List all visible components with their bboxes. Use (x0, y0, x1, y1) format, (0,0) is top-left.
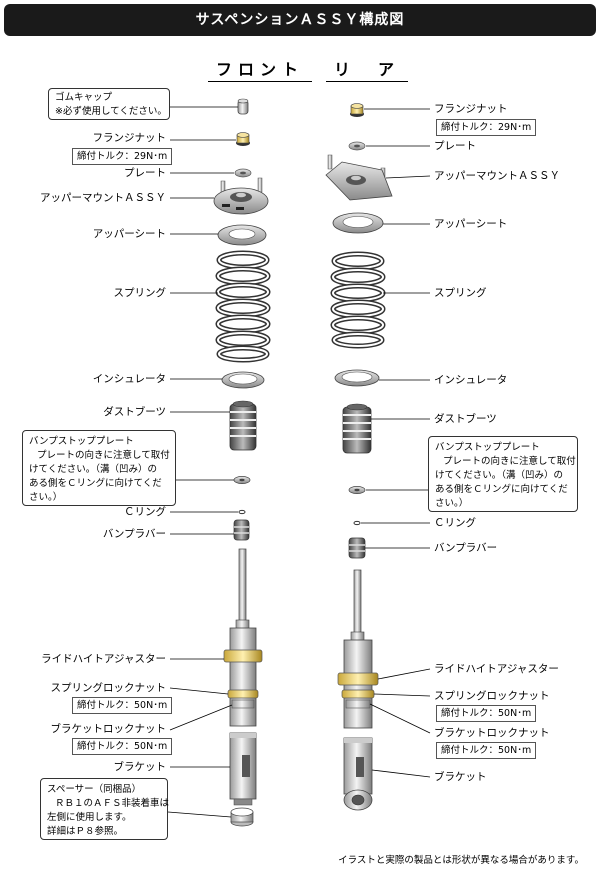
rear-insulator-label: インシュレータ (434, 374, 508, 386)
front-bump-plate-line: ある側をＣリングに向けてくだ (29, 478, 162, 489)
rear-spring-part (330, 251, 386, 349)
front-bump-plate-line: さい。） (29, 492, 63, 503)
front-bump-rubber-part (233, 519, 250, 541)
front-ride-height-label: ライドハイトアジャスター (41, 653, 166, 665)
spacer-note-title: スペーサー（同梱品） (47, 784, 142, 795)
rear-upper-mount-label: アッパーマウントＡＳＳＹ (434, 170, 560, 182)
front-upper-mount-label: アッパーマウントＡＳＳＹ (40, 192, 166, 204)
rear-upper-seat-label: アッパーシート (434, 218, 508, 230)
front-flange-torque: 締付トルク：29N･m (72, 148, 173, 165)
front-bump-rubber-label: バンプラバー (102, 528, 166, 540)
rear-bump-plate-part (348, 486, 366, 494)
rear-dust-boot-part (342, 403, 372, 454)
front-upper-seat-part (217, 224, 267, 246)
rear-c-ring-label: Ｃリング (434, 517, 476, 529)
front-rubber-cap-note: ゴムキャップ ※必ず使用してください。 (48, 88, 170, 120)
front-leader-lines (167, 106, 238, 818)
front-dust-boot-label: ダストブーツ (103, 406, 166, 418)
front-c-ring-label: Ｃリング (124, 506, 166, 518)
front-bump-plate-part (233, 476, 251, 484)
rear-spring-lock-torque: 締付トルク：50N･m (436, 705, 537, 722)
rear-bump-rubber-label: バンプラバー (434, 542, 498, 554)
front-upper-mount-part (213, 177, 269, 215)
front-bracket-label: ブラケット (113, 761, 167, 773)
rear-bump-plate-title: バンプストッププレート (435, 442, 540, 453)
front-spacer-note: スペーサー（同梱品） ＲＢ１のＡＦＳ非装着車は 左側に使用します。 詳細はＰ８参… (40, 778, 170, 840)
rear-flange-nut-label: フランジナット (434, 103, 508, 115)
front-flange-nut-label: フランジナット (92, 132, 167, 144)
front-spring-part (215, 250, 271, 363)
spacer-note-line: ＲＢ１のＡＦＳ非装着車は (55, 798, 170, 809)
page-title: サスペンションＡＳＳＹ構成図 (4, 4, 596, 36)
front-c-ring-part (238, 509, 246, 515)
front-cap-note-text: ※必ず使用してください。 (55, 106, 167, 117)
front-bump-plate-line: プレートの向きに注意して取付 (37, 450, 170, 461)
front-insulator-label: インシュレータ (92, 373, 166, 385)
rear-upper-mount-part (325, 154, 393, 201)
front-dust-boot-part (229, 400, 257, 451)
rear-c-ring-part (353, 520, 361, 526)
rear-bump-rubber-part (348, 537, 366, 559)
rear-insulator-part (334, 369, 380, 387)
front-damper-part (223, 548, 263, 727)
rear-plate-label: プレート (434, 140, 476, 152)
rear-bump-plate-line: さい。） (435, 498, 469, 509)
front-spring-lock-torque: 締付トルク：50N･m (72, 697, 173, 714)
front-plate-part (234, 168, 252, 178)
front-bracket-part (229, 732, 257, 806)
front-plate-label: プレート (124, 167, 166, 179)
spacer-note-line: 左側に使用します。 (47, 812, 132, 823)
front-bracket-lock-label: ブラケットロックナット (50, 723, 167, 735)
rear-bump-plate-line: けてください。（溝（凹み）の (435, 470, 563, 481)
front-insulator-part (221, 371, 265, 389)
front-cap-label: ゴムキャップ (55, 92, 113, 103)
rear-leader-lines (361, 108, 431, 778)
front-bump-plate-line: けてください。（溝（凹み）の (29, 464, 157, 475)
front-rubber-cap-part (237, 98, 249, 115)
rear-damper-part (337, 569, 379, 729)
front-upper-seat-label: アッパーシート (92, 228, 166, 240)
spacer-note-line: 詳細はＰ８参照。 (47, 826, 124, 837)
front-bump-plate-title: バンプストッププレート (29, 436, 134, 447)
front-spacer-part (230, 807, 254, 827)
front-bump-plate-note: バンプストッププレート プレートの向きに注意して取付 けてください。（溝（凹み）… (22, 430, 176, 506)
rear-plate-part (348, 141, 366, 151)
rear-bracket-label: ブラケット (434, 771, 487, 783)
rear-bump-plate-note: バンプストッププレート プレートの向きに注意して取付 けてください。（溝（凹み）… (428, 436, 578, 512)
rear-ride-height-label: ライドハイトアジャスター (434, 663, 559, 675)
rear-bracket-lock-label: ブラケットロックナット (434, 727, 550, 739)
rear-spring-label: スプリング (434, 287, 487, 299)
rear-upper-seat-part (332, 212, 384, 234)
rear-dust-boot-label: ダストブーツ (434, 413, 497, 425)
rear-bump-plate-line: ある側をＣリングに向けてくだ (435, 484, 568, 495)
front-spring-lock-label: スプリングロックナット (50, 682, 167, 694)
rear-bracket-part (343, 737, 373, 811)
rear-bump-plate-line: プレートの向きに注意して取付 (443, 456, 576, 467)
rear-heading: リ ア (326, 56, 409, 82)
front-spring-label: スプリング (113, 287, 167, 299)
disclaimer-footer: イラストと実際の製品とは形状が異なる場合があります。 (338, 855, 584, 866)
front-bracket-lock-torque: 締付トルク：50N･m (72, 738, 173, 755)
rear-flange-torque: 締付トルク：29N･m (436, 119, 537, 136)
rear-bracket-lock-torque: 締付トルク：50N･m (436, 742, 537, 759)
front-heading: フロント (208, 56, 313, 82)
rear-flange-nut-part (350, 103, 364, 117)
front-flange-nut-part (236, 132, 250, 146)
rear-spring-lock-label: スプリングロックナット (434, 690, 550, 702)
